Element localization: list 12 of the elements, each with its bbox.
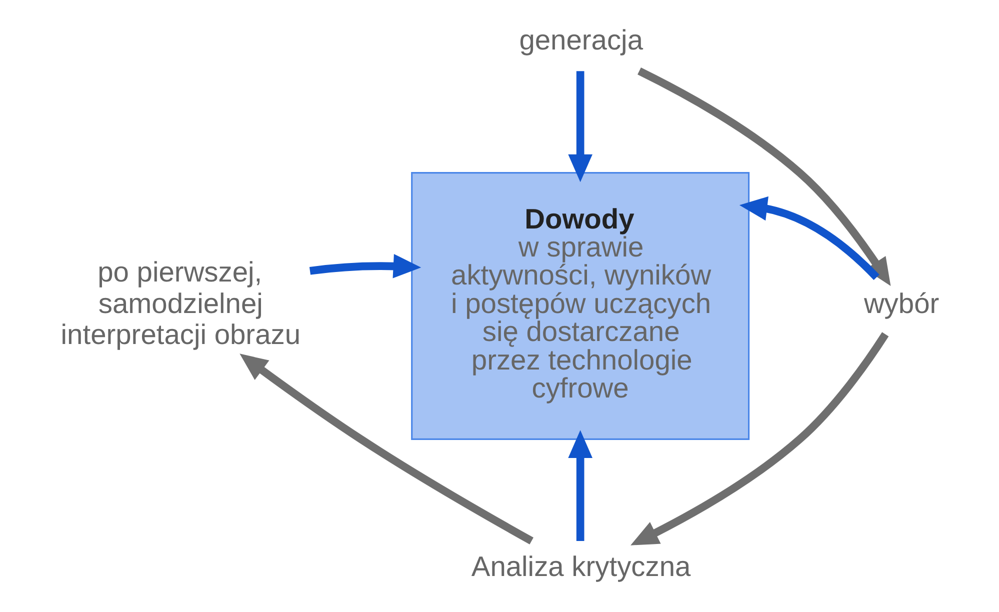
node-text: wybór <box>863 286 939 319</box>
arrow <box>568 71 592 182</box>
node-text: generacja <box>518 24 643 56</box>
arrow <box>637 68 890 286</box>
arrow <box>630 332 888 546</box>
node-box: Dowody w sprawie aktywności, wyników i postępów uczących się dostarczane przez technologie cyfrowe <box>410 172 750 440</box>
arrow <box>738 196 879 280</box>
arrow <box>239 354 533 544</box>
node-text: Analiza krytyczna <box>470 550 690 582</box>
arrow <box>568 430 592 541</box>
arrow <box>308 254 421 278</box>
node-text: po pierwszej, samodzielnej interpretacji obrazu <box>60 256 300 350</box>
